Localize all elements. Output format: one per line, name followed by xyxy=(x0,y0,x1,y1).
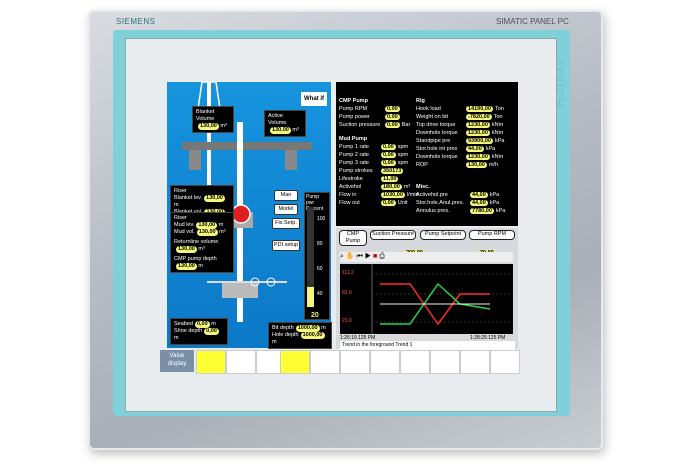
function-key-5[interactable] xyxy=(310,350,340,374)
y-tick: 111.2 xyxy=(342,270,354,276)
function-key-2[interactable] xyxy=(226,350,256,374)
trend-toolbar: ⌕ ✋ ⏮ ▶ ■ ⎙ xyxy=(340,252,513,262)
value-display-button[interactable]: Value display xyxy=(160,350,194,372)
pump-power-gauge: Pump pwr Percent 100 80 60 40 20 xyxy=(304,192,330,320)
rig-schematic xyxy=(182,81,312,322)
gauge-value: 20 xyxy=(311,312,319,319)
fix-setpoint-button[interactable]: Fix.Setp. xyxy=(272,218,300,229)
tab-cmp-pump[interactable]: CMP Pump xyxy=(339,230,367,246)
pdi-setup-button[interactable]: PDI setup xyxy=(272,240,300,251)
trend-date: 07/23/07 xyxy=(340,328,360,334)
zoom-icon[interactable]: ⌕ xyxy=(340,253,344,260)
trend-status-bar: Trend in the foreground Trend 1 xyxy=(340,341,515,350)
gauge-track xyxy=(307,207,314,307)
riser-mud-box: Riser Mud lev.130,00 m Mud vol.130,00 m³… xyxy=(170,212,234,273)
tab-suction-pressure[interactable]: Suction Pressure xyxy=(370,230,416,240)
active-volume-value: 130,00 xyxy=(270,127,291,134)
active-volume-box: Active Volume 130,00 m³ xyxy=(264,110,306,137)
play-icon[interactable]: ▶ xyxy=(364,253,372,260)
pan-icon[interactable]: ✋ xyxy=(345,253,355,260)
stop-icon[interactable]: ■ xyxy=(373,253,378,260)
mud-pump-title: Mud Pump xyxy=(339,136,368,142)
gauge-tick: 60 xyxy=(317,266,323,272)
y-tick: 82.0 xyxy=(342,290,352,296)
function-key-7[interactable] xyxy=(370,350,400,374)
what-if-button[interactable]: What if xyxy=(301,92,327,106)
tab-pump-rpm[interactable]: Pump RPM xyxy=(469,230,515,240)
back-icon[interactable]: ⏮ xyxy=(356,253,363,260)
blanket-volume-box: Blanket Volume 130,00 m³ xyxy=(192,106,234,133)
rig-title: Rig xyxy=(416,98,425,104)
gauge-tick: 80 xyxy=(317,241,323,247)
gauge-fill xyxy=(307,287,314,307)
tab-pump-setpoint[interactable]: Pump Setpoint xyxy=(420,230,466,240)
function-key-1[interactable] xyxy=(196,350,226,374)
model-label: SIMATIC PANEL PC xyxy=(496,17,569,26)
model-button[interactable]: Model xyxy=(274,204,298,215)
man-button[interactable]: Man xyxy=(274,190,298,201)
print-icon[interactable]: ⎙ xyxy=(379,253,385,260)
function-key-11[interactable] xyxy=(490,350,520,374)
function-key-4[interactable] xyxy=(280,350,310,374)
y-tick: 23.0 xyxy=(342,318,352,324)
blanket-volume-value: 130,00 xyxy=(198,123,219,130)
gauge-tick: 100 xyxy=(317,216,326,222)
trend-chart: 111.2 82.0 23.0 xyxy=(340,264,513,334)
function-key-6[interactable] xyxy=(340,350,370,374)
function-key-8[interactable] xyxy=(400,350,430,374)
gauge-tick: 40 xyxy=(317,291,323,297)
cmp-pump-title: CMP Pump xyxy=(339,98,368,104)
trend-end-time: 1:28:29.125 PM xyxy=(470,335,506,341)
misc-title: Misc. xyxy=(416,184,430,190)
brand-logo: SIEMENS xyxy=(116,17,156,26)
function-key-10[interactable] xyxy=(460,350,490,374)
function-key-9[interactable] xyxy=(430,350,460,374)
trend-series-red xyxy=(380,283,490,326)
trend-series-green xyxy=(380,282,491,325)
trend-start-time: 1:26:19.125 PM xyxy=(340,335,376,341)
